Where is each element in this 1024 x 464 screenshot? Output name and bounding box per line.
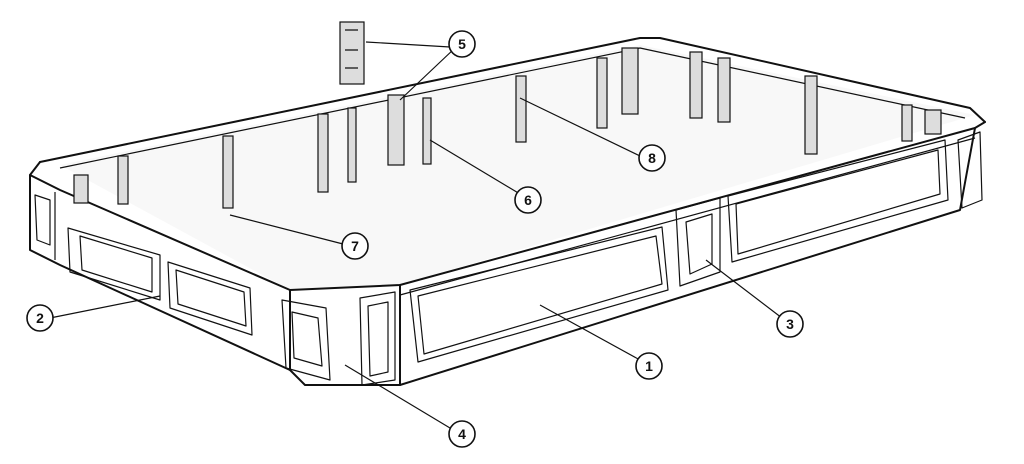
front-rail-part-1 xyxy=(289,121,986,386)
svg-text:4: 4 xyxy=(458,426,466,442)
svg-text:6: 6 xyxy=(524,192,532,208)
callout-6: 6 xyxy=(514,186,542,214)
callout-1: 1 xyxy=(635,352,663,380)
callout-8: 8 xyxy=(638,144,666,172)
leader-lines xyxy=(49,41,783,429)
svg-text:3: 3 xyxy=(786,316,794,332)
callout-5: 5 xyxy=(448,30,476,58)
callout-4: 4 xyxy=(448,420,476,448)
back-rail xyxy=(39,37,986,169)
cabinet-floor xyxy=(60,45,975,290)
loose-post-part-5 xyxy=(339,21,365,85)
svg-text:2: 2 xyxy=(36,310,44,326)
svg-text:8: 8 xyxy=(648,150,656,166)
callout-2: 2 xyxy=(26,304,54,332)
svg-text:5: 5 xyxy=(458,36,466,52)
svg-text:7: 7 xyxy=(351,238,359,254)
corner-posts xyxy=(73,47,942,209)
end-rail-part-2 xyxy=(29,161,396,386)
callout-7: 7 xyxy=(341,232,369,260)
svg-text:1: 1 xyxy=(645,358,653,374)
callout-3: 3 xyxy=(776,310,804,338)
